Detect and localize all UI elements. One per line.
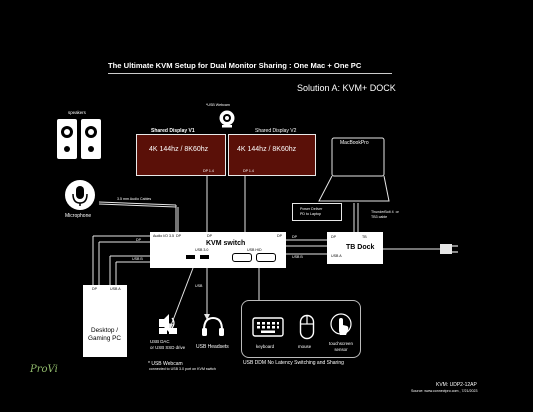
desktop-port-dp: DP [92,287,97,291]
usb-dac-label: USB DAC or USB SSD drive [150,339,186,350]
kvm-port-dp-out: DP [207,234,212,238]
source-note: Source: www.connectpro.com , 7/21/2023 [411,389,478,393]
audio-cable-label: 3.5 mm Audio Cables [117,197,152,201]
usb-headsets-label: USB Headsets [196,344,229,350]
webcam-note: * USB Webcam [148,361,183,367]
page-title: The Ultimate KVM Setup for Dual Monitor … [108,61,362,70]
macbook-icon [318,137,390,202]
tb-port-tb: TB [362,235,367,239]
subtitle: Solution A: KVM+ DOCK [297,83,396,93]
display-v1-port: DP 1.4 [203,169,214,173]
webcam-note-detail: connected to USB 3.0 port on KVM switch [149,367,216,371]
display-v2-label: Shared Display V2 [255,128,297,134]
port-label-dp-left: DP [136,238,141,242]
headset-icon [202,316,224,336]
display-v1-label: Shared Display V1 [151,128,195,134]
kvm-usb-port-2 [200,255,209,259]
tb-dock [327,232,383,264]
kvm-model: KVM: UDP2-12AP [436,382,477,388]
kvm-port-audio: Audio I/O 3.5 [153,234,174,238]
keyboard-icon [252,317,284,337]
mouse-label: mouse [298,344,312,349]
kvm-usb3-label: USB 3.0 [195,248,209,252]
display-v2-port: DP 1.4 [243,169,254,173]
kvm-switch-label: KVM switch [206,240,246,247]
display-v2 [228,134,316,176]
brand-logo: ProVi [30,364,58,375]
webcam-icon [219,110,235,128]
microphone-icon [65,180,95,210]
touchscreen-label: touchscreen sensor [329,341,353,352]
title-underline [108,73,392,74]
keyboard-label: keyboard [256,344,275,349]
speakers-icon [57,119,101,159]
thunderbolt-label: ThunderBolt 4 or TB3 cable [371,210,399,219]
ddm-caption: USB DDM No Latency Switching and Sharing [243,360,344,366]
kvm-usb-hid-label: USB HID [247,248,262,252]
mouse-icon [299,314,315,340]
usb-dac-icon [159,314,177,334]
power-deliver-box [292,203,342,221]
webcam-top-label: *USB Webcam [206,103,230,107]
kvm-port-dp-in2: DP [277,234,282,238]
touch-icon [330,313,352,335]
tb-port-usba: USB A [331,254,342,258]
microphone-label: Microphone [65,213,92,219]
kvm-usb-port-1 [186,255,195,259]
port-label-dp-right: DP [292,235,297,239]
display-v1-resolution: 4K 144hz / 8K60hz [149,146,209,153]
display-v2-resolution: 4K 144hz / 8K60hz [237,146,297,153]
desktop-port-usba: USB A [110,287,121,291]
kvm-switch [150,232,286,268]
port-label-usb-b-left: USB B [132,257,143,261]
tb-port-dp: DP [331,235,336,239]
desktop-label: Desktop / Gaming PC [88,327,122,342]
kvm-hid-port-2 [256,253,276,262]
power-deliver-label: Power Deliver PD to Laptop [300,207,323,216]
kvm-hid-port-1 [232,253,252,262]
tb-dock-label: TB Dock [346,244,375,251]
kvm-port-dp-in: DP [176,234,181,238]
macbook-label: MacBookPro [340,140,369,146]
display-v1 [136,134,226,176]
speakers-label: speakers [68,110,86,115]
port-label-usb-b-right: USB B [292,255,303,259]
desktop-pc [83,285,127,357]
port-label-usb-center: USB [195,284,203,288]
